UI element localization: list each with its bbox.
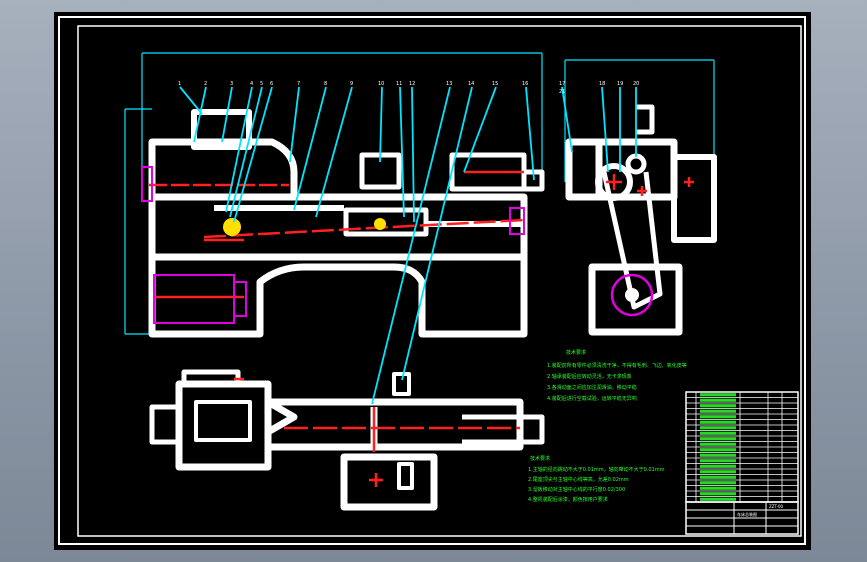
parts-list-entry xyxy=(700,492,736,496)
parts-list-entry xyxy=(700,404,736,408)
notes-block-2: 技术要求 1.主轴的径向跳动不大于0.01mm，轴向窜动不大于0.01mm 2.… xyxy=(528,455,665,503)
balloon-19: 19 xyxy=(617,81,623,87)
balloon-11: 11 xyxy=(396,81,402,87)
notes-2-line-2: 2.尾座顶尖与主轴中心线等高，允差0.02mm xyxy=(528,476,629,483)
balloon-2: 2 xyxy=(204,81,207,87)
outer-border xyxy=(58,16,806,545)
parts-list-entry xyxy=(700,415,736,419)
parts-list-entry xyxy=(700,437,736,441)
cad-viewport[interactable]: 1 2 3 4 5 6 7 8 9 10 11 12 13 14 15 16 1… xyxy=(54,12,811,550)
balloon-20: 20 xyxy=(633,81,639,87)
parts-list-entry xyxy=(700,497,736,501)
parts-list-entry xyxy=(700,481,736,485)
balloon-7: 7 xyxy=(297,81,300,87)
side-pulleys xyxy=(595,153,694,317)
parts-list-entry xyxy=(700,448,736,452)
inner-border xyxy=(77,25,802,537)
balloon-13: 13 xyxy=(446,81,452,87)
front-balloons: 1 2 3 4 5 6 7 8 9 10 11 12 13 14 15 16 1… xyxy=(178,81,565,87)
balloon-17: 17 xyxy=(559,81,565,87)
notes-1-line-2: 2.轴承装配后应转动灵活，无卡滞现象 xyxy=(547,373,632,380)
balloon-18: 18 xyxy=(599,81,605,87)
balloon-9: 9 xyxy=(350,81,353,87)
parts-list-entry xyxy=(700,459,736,463)
balloon-5: 5 xyxy=(260,81,263,87)
top-view xyxy=(149,369,545,511)
notes-2-line-4: 4.整机装配后涂漆，颜色按用户要求 xyxy=(528,496,608,503)
balloon-8: 8 xyxy=(324,81,327,87)
gear-accent-2 xyxy=(374,218,386,230)
parts-list-entry xyxy=(700,486,736,490)
parts-list-entry xyxy=(700,431,736,435)
notes-block-1: 技术要求 1.装配前所有零件必须清洗干净，不得有毛刺、飞边、氧化皮等 2.轴承装… xyxy=(547,349,687,402)
balloon-3: 3 xyxy=(230,81,233,87)
balloon-10: 10 xyxy=(378,81,384,87)
title-block-name: 车床总装图 xyxy=(737,511,757,517)
top-shafts xyxy=(234,377,520,487)
parts-list-entry xyxy=(700,426,736,430)
notes-1-line-4: 4.装配后进行空载试验，运转平稳无异响 xyxy=(547,395,637,402)
gear-accent xyxy=(223,218,241,236)
parts-list-entry xyxy=(700,420,736,424)
front-shafts xyxy=(149,170,525,299)
notes-2-line-1: 1.主轴的径向跳动不大于0.01mm，轴向窜动不大于0.01mm xyxy=(528,466,665,473)
notes-1-line-3: 3.各滑动面之间应加注润滑油，移动平稳 xyxy=(547,384,637,391)
leader-lines xyxy=(179,86,637,405)
balloon-4: 4 xyxy=(250,81,253,87)
parts-list-entry xyxy=(700,398,736,402)
balloon-16: 16 xyxy=(522,81,528,87)
notes-2-line-3: 3.溜板移动对主轴中心线的平行度0.02/300 xyxy=(528,486,625,493)
parts-list-entry xyxy=(700,442,736,446)
parts-list-entry xyxy=(700,409,736,413)
parts-list-entry xyxy=(700,453,736,457)
notes-2-title: 技术要求 xyxy=(530,455,550,462)
balloon-12: 12 xyxy=(409,81,415,87)
balloon-1: 1 xyxy=(178,81,181,87)
notes-1-title: 技术要求 xyxy=(566,349,586,356)
dimension-lines xyxy=(124,52,715,335)
parts-list-entry xyxy=(700,393,736,397)
balloon-15: 15 xyxy=(492,81,498,87)
side-view xyxy=(565,104,717,336)
side-balloons: 21 18 19 20 xyxy=(559,81,639,95)
notes-1-line-1: 1.装配前所有零件必须清洗干净，不得有毛刺、飞边、氧化皮等 xyxy=(547,362,687,369)
balloon-21: 21 xyxy=(559,89,565,95)
title-block-code: ZZT-00 xyxy=(769,504,784,509)
parts-list-entry xyxy=(700,464,736,468)
parts-list-table xyxy=(685,391,799,503)
title-block: 车床总装图 ZZT-00 xyxy=(685,501,799,535)
balloon-6: 6 xyxy=(270,81,273,87)
parts-list-entry xyxy=(700,470,736,474)
balloon-14: 14 xyxy=(468,81,474,87)
assembly-drawing: 1 2 3 4 5 6 7 8 9 10 11 12 13 14 15 16 1… xyxy=(54,12,811,550)
front-motor xyxy=(141,166,525,324)
parts-list-entry xyxy=(700,475,736,479)
